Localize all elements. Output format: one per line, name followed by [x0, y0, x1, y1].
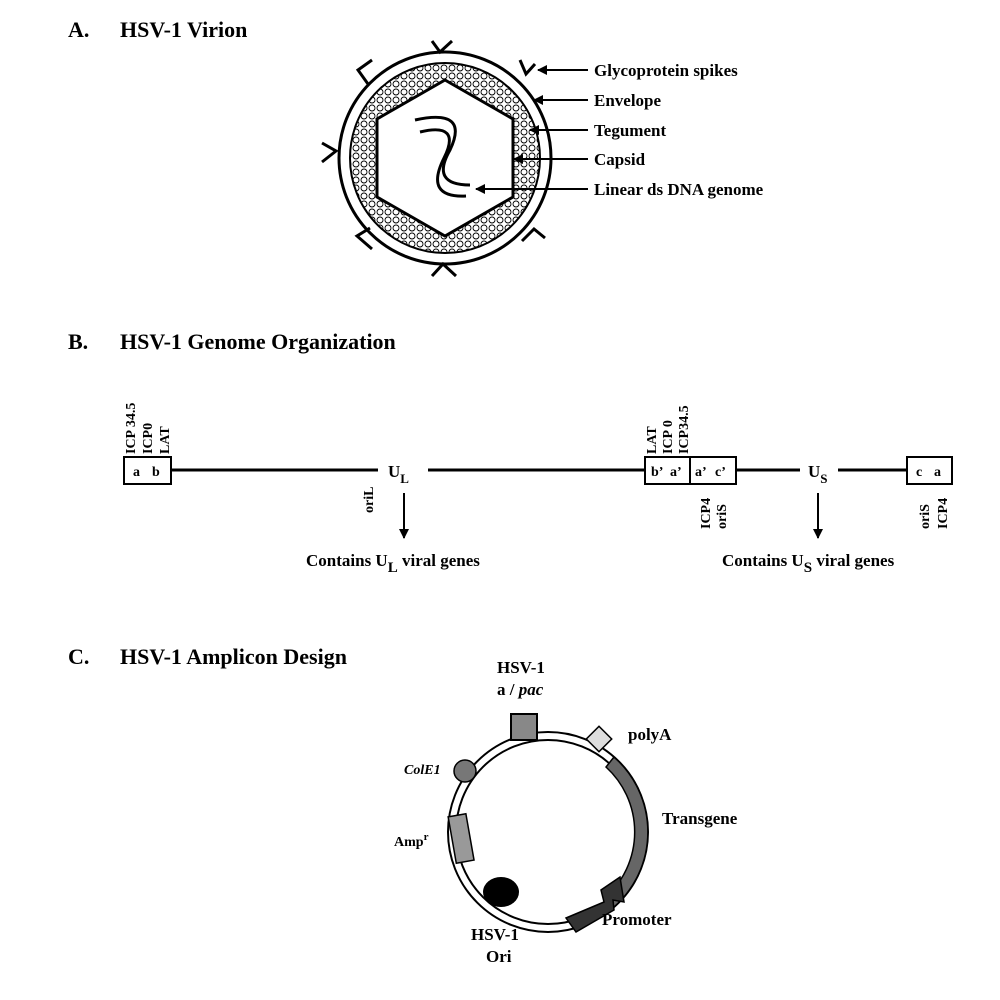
box-mid-a-c — [689, 456, 737, 485]
label-lat-left: LAT — [158, 426, 173, 454]
hsv-ori-ellipse — [483, 877, 519, 907]
panel-a-title: HSV-1 Virion — [120, 17, 247, 42]
cole1-label: ColE1 — [404, 763, 441, 778]
pac-label-line1: HSV-1 — [497, 658, 545, 677]
spike-top-left — [355, 58, 373, 85]
oril-label: oriL — [362, 487, 377, 513]
ori-label-line2: Ori — [486, 947, 512, 966]
box-left-b: b — [152, 465, 160, 480]
spike-bottom-right — [520, 226, 546, 243]
box-mid-b-a — [644, 456, 691, 485]
panel-c-letter: C. — [68, 644, 89, 669]
pac-square — [510, 713, 538, 741]
panel-b-title: HSV-1 Genome Organization — [120, 329, 396, 354]
spike-top — [430, 39, 454, 55]
us-label: US — [808, 462, 828, 486]
box-right-c: c — [916, 465, 922, 480]
label-tegument: Tegument — [594, 121, 666, 140]
label-oris-right: oriS — [918, 504, 933, 529]
label-oris-mid: oriS — [715, 504, 730, 529]
box-mid-a: a’ — [670, 465, 682, 480]
panel-b-letter: B. — [68, 329, 88, 354]
label-icp4-right: ICP4 — [936, 498, 951, 529]
panel-a-letter: A. — [68, 17, 89, 42]
box-left-ab — [123, 456, 172, 485]
box-mid-a2: a’ — [695, 465, 707, 480]
dna-strand-2 — [419, 128, 467, 198]
ul-label: UL — [388, 462, 409, 486]
label-icp0-mid: ICP 0 — [661, 420, 676, 454]
label-lat-mid: LAT — [645, 426, 660, 454]
polya-label: polyA — [628, 725, 672, 744]
amp-label: Ampr — [394, 831, 429, 850]
contains-ul-label: Contains UL viral genes — [306, 551, 480, 576]
box-right-ca — [906, 456, 953, 485]
contains-us-label: Contains US viral genes — [722, 551, 895, 576]
spike-left — [321, 141, 339, 164]
label-genome: Linear ds DNA genome — [594, 180, 764, 199]
promoter-label: Promoter — [602, 910, 672, 929]
label-capsid: Capsid — [594, 150, 646, 169]
polya-diamond — [585, 725, 613, 753]
box-mid-c: c’ — [715, 465, 726, 480]
label-icp0-left: ICP0 — [141, 423, 156, 454]
spike-bottom-left — [354, 226, 373, 251]
label-icp4-mid: ICP4 — [699, 498, 714, 529]
label-icp345-left: ICP 34.5 — [124, 403, 139, 454]
panel-c-title: HSV-1 Amplicon Design — [120, 644, 347, 669]
pac-label-line2: a / pac — [497, 680, 544, 699]
spike-top-right — [518, 59, 537, 77]
label-icp345-mid: ICP34.5 — [677, 405, 692, 454]
ori-label-line1: HSV-1 — [471, 925, 519, 944]
transgene-label: Transgene — [662, 809, 738, 828]
promoter-arrow — [564, 875, 625, 933]
label-spikes: Glycoprotein spikes — [594, 61, 738, 80]
dna-strand-1 — [414, 115, 471, 187]
label-envelope: Envelope — [594, 91, 662, 110]
box-right-a: a — [934, 465, 941, 480]
spike-bottom — [430, 261, 458, 278]
amp-rect — [447, 812, 475, 865]
cole1-circle — [453, 759, 477, 783]
box-left-a: a — [133, 465, 140, 480]
box-mid-b: b’ — [651, 465, 663, 480]
